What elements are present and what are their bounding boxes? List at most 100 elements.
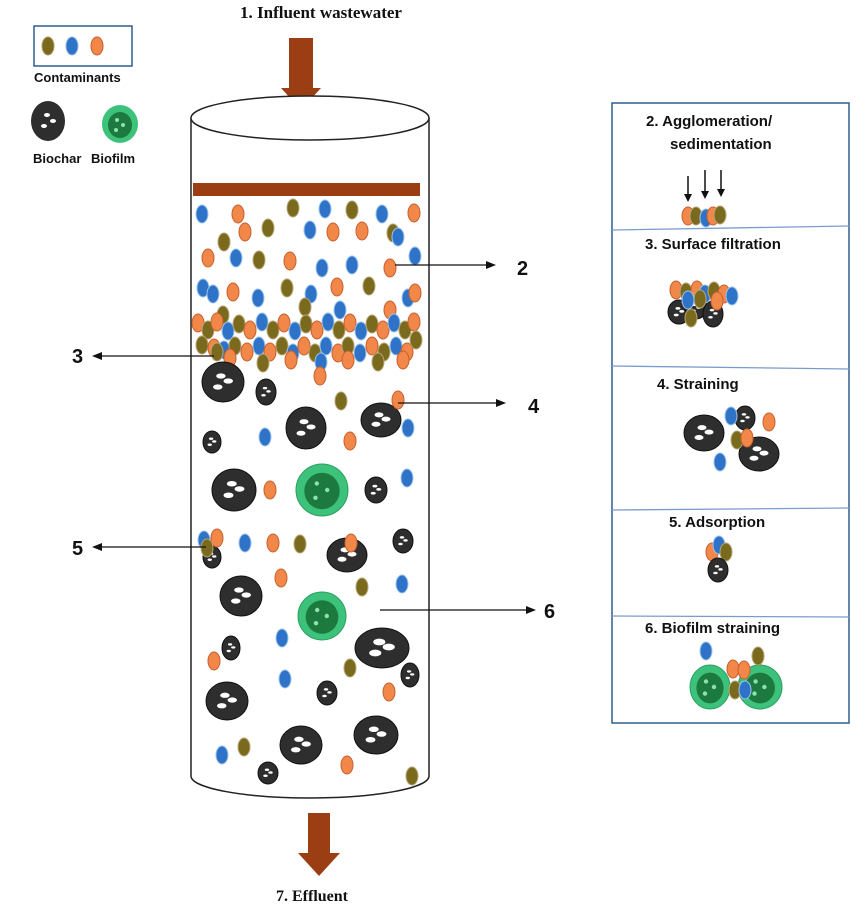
contaminant-blue [375,204,389,224]
legend-biofilm [102,105,138,143]
contaminant-blue [251,288,265,308]
callout-4: 4 [528,396,540,418]
contaminant-orange [710,291,724,311]
legend-biochar-label: Biochar [33,151,81,166]
contaminant-orange [226,282,240,302]
contaminant-orange [266,533,280,553]
contaminant-blue [304,284,318,304]
contaminant-orange [355,221,369,241]
contaminant-blue [395,574,409,594]
contaminant-orange [343,431,357,451]
biochar-particle [211,468,257,512]
inlet-plate [193,183,420,196]
biochar-particle [360,402,402,438]
contaminant-blue [681,290,695,310]
contaminant-olive [684,308,698,328]
biochar-particle [257,761,279,785]
panel-sedimentation-title: sedimentation [670,136,772,153]
contaminant-olive [280,278,294,298]
contaminant-blue [353,343,367,363]
contaminant-blue [400,468,414,488]
contaminant-orange [263,480,277,500]
contaminant-olive [751,646,765,666]
contaminant-olive [252,250,266,270]
biochar-particle [707,557,729,583]
contaminant-orange [407,312,421,332]
contaminant-olive [232,314,246,334]
panel-straining-title: 4. Straining [657,376,739,393]
contaminant-olive [299,314,313,334]
contaminant-blue [345,255,359,275]
contaminant-blue [206,284,220,304]
contaminant-orange [726,659,740,679]
biochar-particle [392,528,414,554]
contaminant-orange [383,258,397,278]
contaminant-orange [326,222,340,242]
contaminant-orange [201,248,215,268]
sedimentation-arrows [684,170,725,202]
contaminant-olive [200,538,214,558]
contaminant-blue [333,300,347,320]
contaminant-orange [330,277,344,297]
contaminant-blue [713,452,727,472]
contaminant-orange [310,320,324,340]
callout-6: 6 [544,601,555,623]
contaminant-orange [365,336,379,356]
contaminant-olive [365,314,379,334]
biofilm-particle [295,463,349,517]
biofilm-particle [297,591,347,641]
contaminant-blue [725,286,739,306]
biochar-particle [400,662,420,688]
contaminant-olive [298,297,312,317]
panel-particles [667,205,783,710]
contaminant-blue [738,680,752,700]
column-bottom-rim [190,775,430,799]
contaminant-orange [740,428,754,448]
contaminant-orange [277,313,291,333]
contaminant-olive [217,232,231,252]
contaminant-olive [286,198,300,218]
contaminant-blue [258,427,272,447]
contaminant-olive [713,205,727,225]
filter-column [190,95,430,799]
contaminant-blue [315,258,329,278]
contaminant-blue [408,246,422,266]
legend-contaminant-blue [65,36,79,56]
biofilm-particle [689,664,731,710]
contaminant-olive [275,336,289,356]
legend: Contaminants Biochar Biofilm [31,25,138,166]
contaminant-blue [391,227,405,247]
contaminant-orange [344,533,358,553]
influent-label: 1. Influent wastewater [240,3,402,22]
contaminant-blue [195,204,209,224]
contaminant-orange [210,528,224,548]
biochar-particle [202,430,222,454]
contaminant-blue [278,669,292,689]
biochar-particle [205,681,249,721]
legend-contaminant-orange [90,36,104,56]
contaminant-blue [288,321,302,341]
contaminant-orange [340,755,354,775]
biochar-particle [683,414,725,452]
legend-contaminants-label: Contaminants [34,70,121,85]
contaminant-olive [195,335,209,355]
column-top-rim [190,95,430,141]
contaminant-orange [391,390,405,410]
contaminant-olive [405,766,419,786]
contaminant-orange [240,342,254,362]
contaminant-orange [231,204,245,224]
contaminant-olive [362,276,376,296]
contaminant-blue [321,312,335,332]
effluent-label: 7. Effluent [276,888,349,905]
biochar-particle [219,575,263,617]
contaminant-orange [238,222,252,242]
biochar-particle [734,405,756,431]
legend-contaminant-olive [41,36,55,56]
contaminant-blue [387,313,401,333]
contaminant-orange [243,320,257,340]
callout-3: 3 [72,346,83,368]
contaminant-orange [274,568,288,588]
contaminant-blue [275,628,289,648]
contaminant-orange [283,251,297,271]
